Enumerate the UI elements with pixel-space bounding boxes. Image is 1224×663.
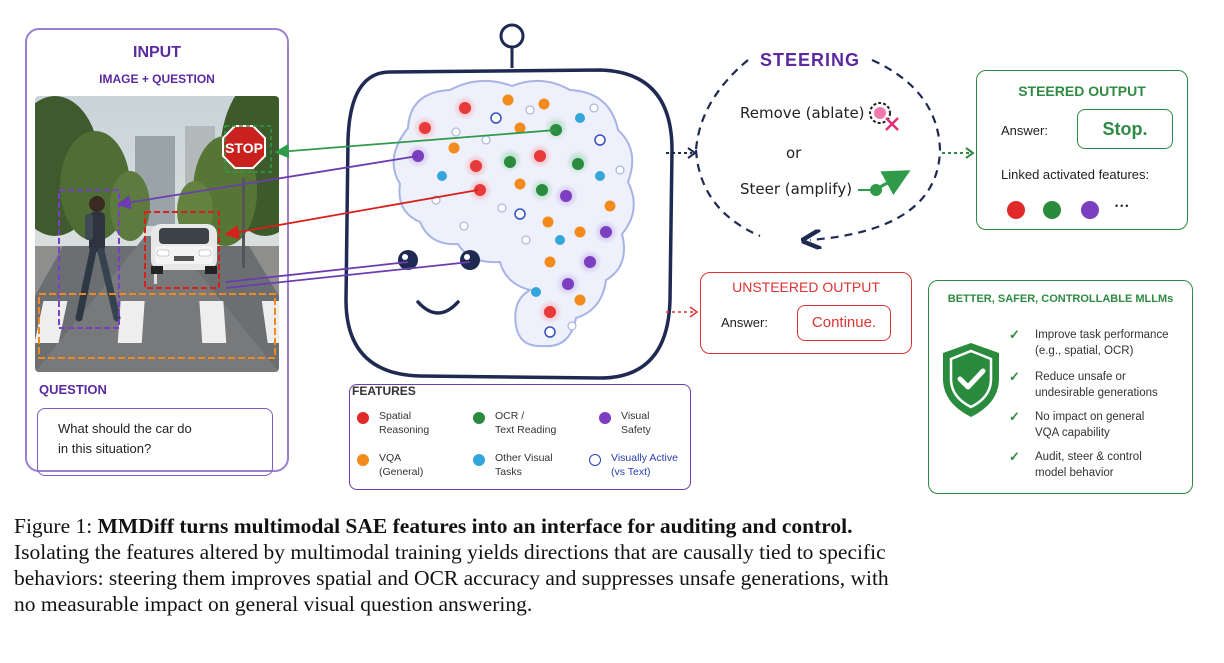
caption-first-line: Figure 1: MMDiff turns multimodal SAE fe… [14,513,1214,539]
benefit-2-line-2: undesirable generations [1035,387,1158,399]
features-title: FEATURES [352,384,416,398]
legend-dot-spatial [357,412,369,424]
legend-safety-line-1: Visual [621,410,650,422]
caption-bold: MMDiff turns multimodal SAE features int… [97,514,853,538]
legend-other: Other Visual Tasks [495,451,553,479]
benefits-title: BETTER, SAFER, CONTROLLABLE MLLMs [947,293,1174,305]
linked-feature-purple [1081,201,1099,219]
benefit-3-line-2: VQA capability [1035,427,1110,439]
question-line-2: in this situation? [58,441,152,456]
street-scene-illustration: STOP [35,96,279,372]
check-icon: ✓ [1009,449,1020,464]
input-panel: INPUT IMAGE + QUESTION [25,28,289,476]
steering-title: STEERING [760,50,861,70]
caption-line-3: no measurable impact on general visual q… [14,592,533,616]
steered-answer-label: Answer: [1001,123,1048,138]
benefit-1-line-2: (e.g., spatial, OCR) [1035,345,1134,357]
caption-line-1: Isolating the features altered by multim… [14,540,886,564]
legend-dot-safety [599,412,611,424]
legend-visual-active: Visually Active (vs Text) [611,451,678,479]
linked-feature-green [1043,201,1061,219]
steered-output-title: STEERED OUTPUT [1018,83,1146,99]
steering-loop [694,58,942,270]
unsteered-output-title: UNSTEERED OUTPUT [732,279,880,295]
legend-spatial-line-2: Reasoning [379,424,430,436]
feature-nodes [406,94,625,338]
output-connectors [666,147,975,318]
feature-arrows [116,129,557,289]
legend-safety: Visual Safety [621,409,651,437]
linked-features-label: Linked activated features: [1001,167,1150,182]
linked-feature-red [1007,201,1025,219]
benefit-4-line-2: model behavior [1035,467,1114,479]
legend-safety-line-2: Safety [621,424,651,436]
legend-spatial: Spatial Reasoning [379,409,429,437]
legend-spatial-line-1: Spatial [379,410,412,422]
question-label: QUESTION [39,382,107,397]
check-icon: ✓ [1009,327,1020,342]
figure-diagram: INPUT IMAGE + QUESTION [25,23,1193,494]
stop-sign-text: STOP [225,140,263,156]
shield-check-icon [943,343,999,417]
input-subtitle: IMAGE + QUESTION [99,72,215,86]
features-legend-items: Spatial Reasoning OCR / Text Reading Vis… [349,384,689,488]
benefit-2-line-1: Reduce unsafe or [1035,371,1126,383]
steering-remove: Remove (ablate) [740,104,865,122]
input-title: INPUT [133,44,181,61]
benefit-3-line-1: No impact on general [1035,411,1145,423]
question-box: What should the car do in this situation… [37,408,273,476]
legend-dot-ocr [473,412,485,424]
benefits-box: BETTER, SAFER, CONTROLLABLE MLLMs ✓ Impr… [928,280,1193,494]
legend-visual-active-line-1: Visually Active [611,452,678,464]
steered-answer: Stop. [1077,109,1173,149]
benefit-4-line-1: Audit, steer & control [1035,451,1142,463]
legend-vqa-line-1: VQA [379,452,402,464]
unsteered-answer: Continue. [797,305,891,341]
legend-ocr-line-2: Text Reading [495,424,557,436]
legend-dot-visual-active [589,454,601,466]
check-icon: ✓ [1009,409,1020,424]
benefit-1-line-1: Improve task performance [1035,329,1169,341]
legend-dot-other [473,454,485,466]
steering-steer: Steer (amplify) [740,180,853,198]
legend-ocr-line-1: OCR / [495,410,525,422]
steered-output-box: STEERED OUTPUT Answer: Stop. Linked acti… [976,70,1188,230]
legend-dot-vqa [357,454,369,466]
street-scene-image: STOP [35,96,279,372]
features-legend: FEATURES [349,384,691,490]
legend-vqa: VQA (General) [379,451,423,479]
legend-vqa-line-2: (General) [379,466,424,478]
caption-prefix: Figure 1: [14,514,98,538]
legend-other-line-1: Other Visual [495,452,553,464]
steering-or: or [786,144,802,162]
unsteered-output-box: UNSTEERED OUTPUT Answer: Continue. [700,272,912,354]
legend-visual-active-line-2: (vs Text) [611,466,651,478]
check-icon: ✓ [1009,369,1020,384]
legend-ocr: OCR / Text Reading [495,409,556,437]
model-robot-brain [344,23,674,380]
linked-features-ellipsis: ••• [1115,201,1131,211]
question-line-1: What should the car do [58,421,192,436]
caption-line-2: behaviors: steering them improves spatia… [14,566,889,590]
unsteered-answer-label: Answer: [721,315,768,330]
figure-caption: Figure 1: MMDiff turns multimodal SAE fe… [14,513,1214,617]
legend-other-line-2: Tasks [495,466,522,478]
